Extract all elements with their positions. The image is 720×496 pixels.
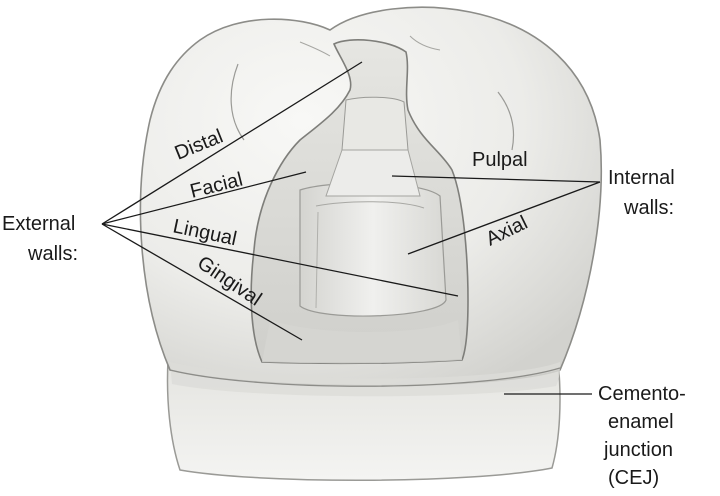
internal-leaders [391,175,601,255]
isthmus [341,96,409,151]
leader-facial [101,171,307,225]
leader-distal [101,61,363,225]
label-external-line2: walls: [27,243,78,265]
label-pulpal: Pulpal [472,149,528,171]
label-internal-line1: Internal [608,167,675,189]
leader-axial [407,181,601,255]
gingival-floor [262,320,462,364]
groove-top-2 [299,41,331,57]
axial-wall-step [315,211,319,309]
label-cej-line3: junction [603,439,673,461]
label-cej-line1: Cemento- [598,383,686,405]
leader-gingival [101,223,303,341]
pulpal-floor [325,149,421,197]
axial-wall [299,182,447,317]
cervical-band [170,362,560,397]
leader-pulpal [391,175,601,183]
cej-line [169,367,561,387]
label-cej-line2: enamel [608,411,674,433]
label-cej-line4: (CEJ) [608,467,659,489]
label-internal-line2: walls: [623,197,674,219]
cusp-ridge-right [497,91,515,151]
label-external-line1: External [2,213,75,235]
leader-lingual [101,223,459,297]
groove-top [409,35,441,51]
axial-wall-curve [315,201,425,209]
cusp-ridge-left [230,63,245,141]
external-leaders [101,61,459,341]
